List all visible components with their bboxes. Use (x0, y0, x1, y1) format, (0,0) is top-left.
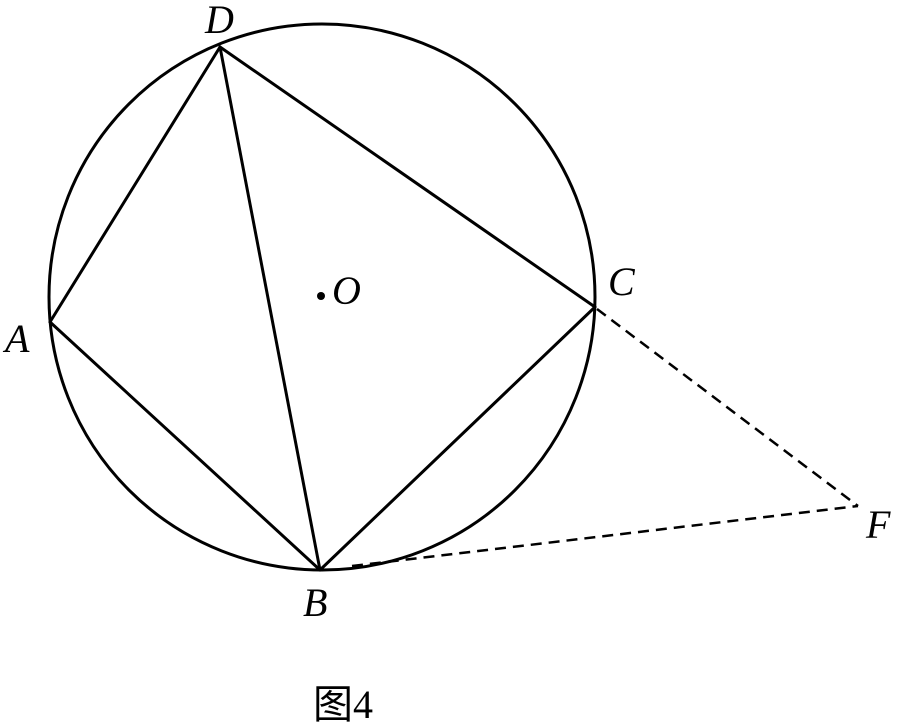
figure-caption: 图4 (313, 682, 373, 727)
label-o: O (332, 268, 361, 313)
segment-bf-dashed (351, 504, 859, 568)
label-a: A (2, 316, 30, 361)
segment-ab (48, 320, 322, 572)
segment-db (218, 45, 322, 572)
segment-bc (318, 305, 597, 572)
segment-dc (218, 45, 597, 309)
label-f: F (865, 502, 891, 547)
center-point-o (317, 292, 325, 300)
segment-ad (48, 45, 222, 324)
segment-cf-dashed (596, 308, 859, 507)
label-b: B (303, 580, 327, 625)
label-c: C (608, 259, 636, 304)
label-d: D (204, 0, 234, 42)
